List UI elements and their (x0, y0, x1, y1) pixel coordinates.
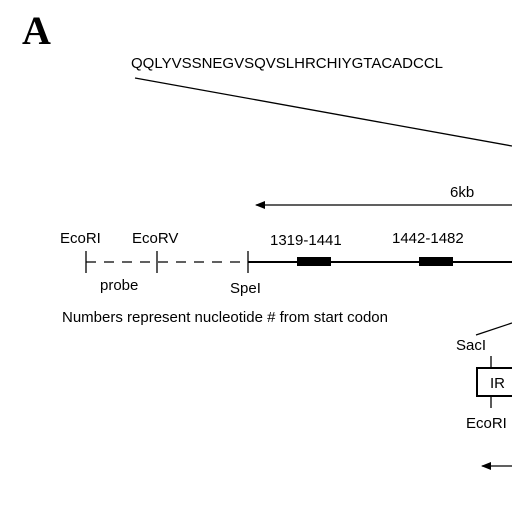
exon-label-1: 1319-1441 (270, 232, 342, 249)
panel-label: A (22, 8, 51, 53)
exon-label-2: 1442-1482 (392, 230, 464, 247)
exon-block-2 (419, 257, 453, 266)
zoom-line (134, 77, 512, 147)
ir-box (476, 367, 512, 397)
exon-block-1 (297, 257, 331, 266)
site-label-ecori-right: EcoRI (466, 415, 507, 432)
site-label-ecorv: EcoRV (132, 230, 178, 247)
site-label-ecori-left: EcoRI (60, 230, 101, 247)
ir-box-label: IR (490, 375, 505, 392)
probe-label: probe (100, 277, 138, 294)
site-label-saci: SacI (456, 337, 486, 354)
scale-label: 6kb (450, 184, 474, 201)
footnote: Numbers represent nucleotide # from star… (62, 309, 388, 326)
site-label-spei: SpeI (230, 280, 261, 297)
peptide-sequence: QQLYVSSNEGVSQVSLHRCHIYGTACADCCL (131, 55, 443, 72)
zoom-line-lower (475, 322, 512, 336)
